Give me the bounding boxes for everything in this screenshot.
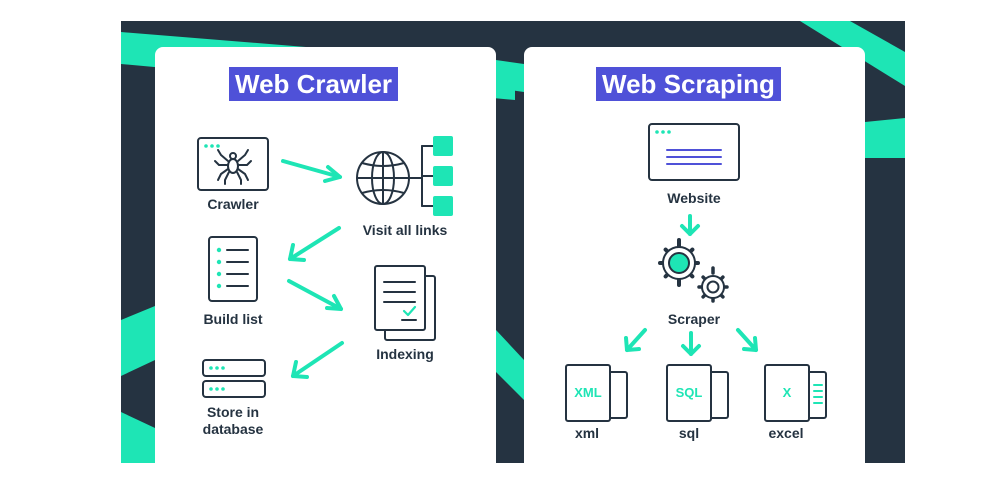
scraper-label: Scraper [667, 311, 721, 327]
stripe-left-bottom [121, 412, 155, 463]
visit-links-label: Visit all links [362, 222, 448, 238]
spider-window-icon [197, 137, 269, 191]
arrow-website-to-scraper [680, 214, 700, 236]
stripe-left-low [121, 306, 155, 376]
arrow-crawler-to-links [281, 159, 342, 183]
store-label-line2: database [202, 421, 264, 437]
sql-badge: SQL [676, 385, 703, 400]
crawler-label: Crawler [207, 196, 259, 212]
build-list-label: Build list [203, 311, 263, 327]
xml-label: xml [574, 425, 600, 441]
excel-file-icon [764, 364, 827, 422]
stripe-center-bottom [496, 330, 524, 400]
indexing-label: Indexing [376, 346, 434, 362]
scraping-title: Web Scraping [596, 67, 781, 101]
arrow-list-to-indexing [287, 279, 343, 311]
gears-icon [658, 238, 729, 303]
flow-arrows [281, 159, 758, 379]
browser-window-icon [648, 123, 740, 181]
sql-file-icon [666, 364, 729, 422]
website-label: Website [667, 190, 721, 206]
arrow-scraper-to-excel [736, 328, 758, 352]
sql-label: sql [678, 425, 700, 441]
arrow-scraper-to-xml [624, 328, 647, 352]
excel-badge: X [783, 385, 792, 400]
xml-badge: XML [574, 385, 602, 400]
stripe-mid-right [865, 118, 905, 158]
list-document-icon [208, 236, 258, 302]
store-label-line1: Store in [206, 404, 260, 420]
xml-file-icon [565, 364, 628, 422]
crawler-title: Web Crawler [229, 67, 399, 101]
arrow-scraper-to-sql [681, 331, 701, 356]
excel-label: excel [768, 425, 804, 441]
stripe-center-top [496, 60, 524, 92]
database-server-icon [202, 359, 266, 398]
arrow-links-to-list [288, 226, 341, 262]
stacked-documents-icon [374, 265, 436, 341]
arrow-indexing-to-database [291, 341, 344, 379]
globe-sitemap-icon [356, 136, 453, 216]
